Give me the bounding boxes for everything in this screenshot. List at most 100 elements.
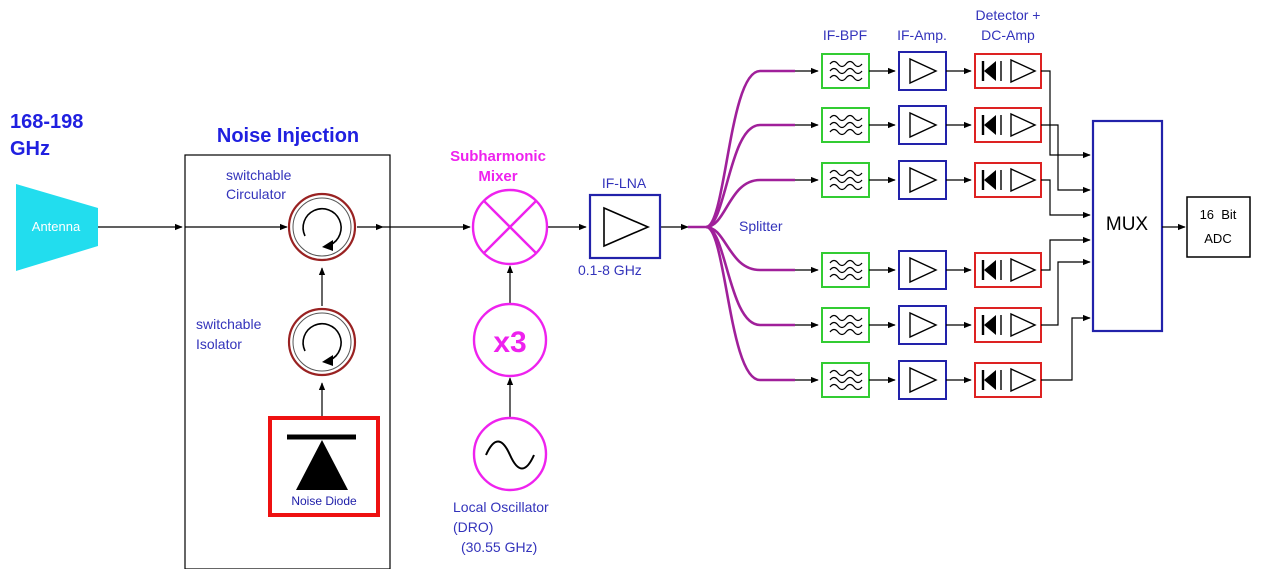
isolator [287, 307, 357, 377]
wire-detector-to-mux [1041, 258, 1091, 326]
bpf-wave-icon [829, 328, 863, 336]
oscillator-circle [472, 416, 548, 492]
splitter-branch [705, 178, 795, 229]
isolator-label-line1: switchable [196, 316, 262, 332]
detector-header-line1: Detector + [976, 7, 1041, 23]
if-amp-box [898, 160, 947, 200]
if-lna [588, 193, 662, 260]
amplifier-icon [909, 256, 938, 284]
oscillator-label-line3: (30.55 GHz) [461, 539, 537, 555]
detector-diode-icon [984, 260, 996, 280]
bpf-wave-icon [829, 114, 863, 122]
adc-label-line2: ADC [1204, 231, 1231, 246]
amplifier-icon [909, 111, 938, 139]
circulator-outer-ring [287, 192, 357, 262]
amplifier-icon [909, 311, 938, 339]
adc-box [1186, 196, 1251, 258]
bpf-wave-icon [829, 266, 863, 274]
mixer-label-line2: Mixer [478, 168, 517, 185]
bpf-wave-icon [829, 74, 863, 82]
dc-amp-icon [1010, 367, 1037, 393]
bpf-wave-icon [829, 259, 863, 267]
sine-wave-icon [485, 440, 535, 470]
if-amp-box [898, 250, 947, 290]
oscillator-label-line1: Local Oscillator [453, 499, 549, 515]
detector-header-line2: DC-Amp [981, 27, 1035, 43]
isolator-inner-ring [292, 312, 352, 372]
dc-amp-icon [1010, 112, 1037, 138]
antenna: Antenna [16, 184, 98, 271]
bpf-wave-icon [829, 383, 863, 391]
if-amp-header: IF-Amp. [897, 27, 947, 43]
splitter-branch [705, 225, 795, 272]
bpf-wave-icon [829, 121, 863, 129]
if-lna-label: IF-LNA [602, 175, 647, 191]
adc-label-line1: 16 Bit [1200, 207, 1237, 222]
if-lna-box [588, 193, 662, 260]
mixer-label-line1: Subharmonic [450, 148, 546, 165]
detector-diode-icon [984, 115, 996, 135]
dc-amp-icon [1010, 58, 1037, 84]
wire-detector-to-mux [1041, 314, 1091, 381]
bpf-wave-icon [829, 314, 863, 322]
splitter-branch [705, 225, 795, 327]
isolator-arrow-icon [302, 322, 342, 361]
isolator-label-line2: Isolator [196, 336, 242, 352]
circulator-arrowhead-icon [322, 240, 333, 251]
bpf-wave-icon [829, 369, 863, 377]
amplifier-icon [909, 57, 938, 85]
band-label-line2: GHz [10, 138, 50, 160]
if-bpf-header: IF-BPF [823, 27, 867, 43]
mux-box [1091, 119, 1164, 333]
bpf-wave-icon [829, 60, 863, 68]
noise-diode-label: Noise Diode [291, 494, 357, 508]
isolator-outer-ring [287, 307, 357, 377]
noise-injection-title: Noise Injection [217, 125, 359, 147]
noise-injection-box [184, 154, 391, 569]
mux: MUX [1091, 119, 1164, 333]
channel-group [705, 51, 1091, 400]
noise-diode: Noise Diode [268, 416, 380, 517]
detector-diode-icon [984, 315, 996, 335]
diode-icon [296, 440, 348, 490]
circulator [287, 192, 357, 262]
antenna-label: Antenna [32, 219, 81, 234]
dc-amp-icon [1010, 312, 1037, 338]
if-amp-box [898, 105, 947, 145]
bpf-wave-icon [829, 128, 863, 136]
oscillator-label-line2: (DRO) [453, 519, 493, 535]
multiplier-circle [472, 302, 548, 378]
mixer [471, 188, 549, 266]
band-label-line1: 168-198 [10, 111, 83, 133]
mixer-circle [471, 188, 549, 266]
splitter-label: Splitter [739, 218, 783, 234]
dc-amp-icon [1010, 257, 1037, 283]
splitter-branch [705, 69, 795, 229]
multiplier: x3 [472, 302, 548, 378]
dc-amp-icon [1010, 167, 1037, 193]
amplifier-icon [603, 206, 651, 248]
if-amp-box [898, 360, 947, 400]
wire-detector-to-mux [1041, 179, 1091, 219]
bpf-wave-icon [829, 183, 863, 191]
bpf-wave-icon [829, 67, 863, 75]
bpf-wave-icon [829, 273, 863, 281]
if-lna-range: 0.1-8 GHz [578, 262, 642, 278]
adc: 16 Bit ADC [1186, 196, 1251, 258]
if-amp-box [898, 305, 947, 345]
bpf-wave-icon [829, 176, 863, 184]
bpf-wave-icon [829, 169, 863, 177]
circulator-label-line1: switchable [226, 167, 292, 183]
wire-detector-to-mux [1041, 70, 1091, 159]
local-oscillator [472, 416, 548, 492]
wire-detector-to-mux [1041, 236, 1091, 271]
bpf-wave-icon [829, 321, 863, 329]
amplifier-icon [909, 166, 938, 194]
mux-label: MUX [1106, 214, 1149, 235]
detector-diode-icon [984, 370, 996, 390]
circulator-label-line2: Circulator [226, 186, 286, 202]
splitter-branch [705, 225, 795, 382]
detector-diode-icon [984, 61, 996, 81]
wire-detector-to-mux [1041, 124, 1091, 194]
